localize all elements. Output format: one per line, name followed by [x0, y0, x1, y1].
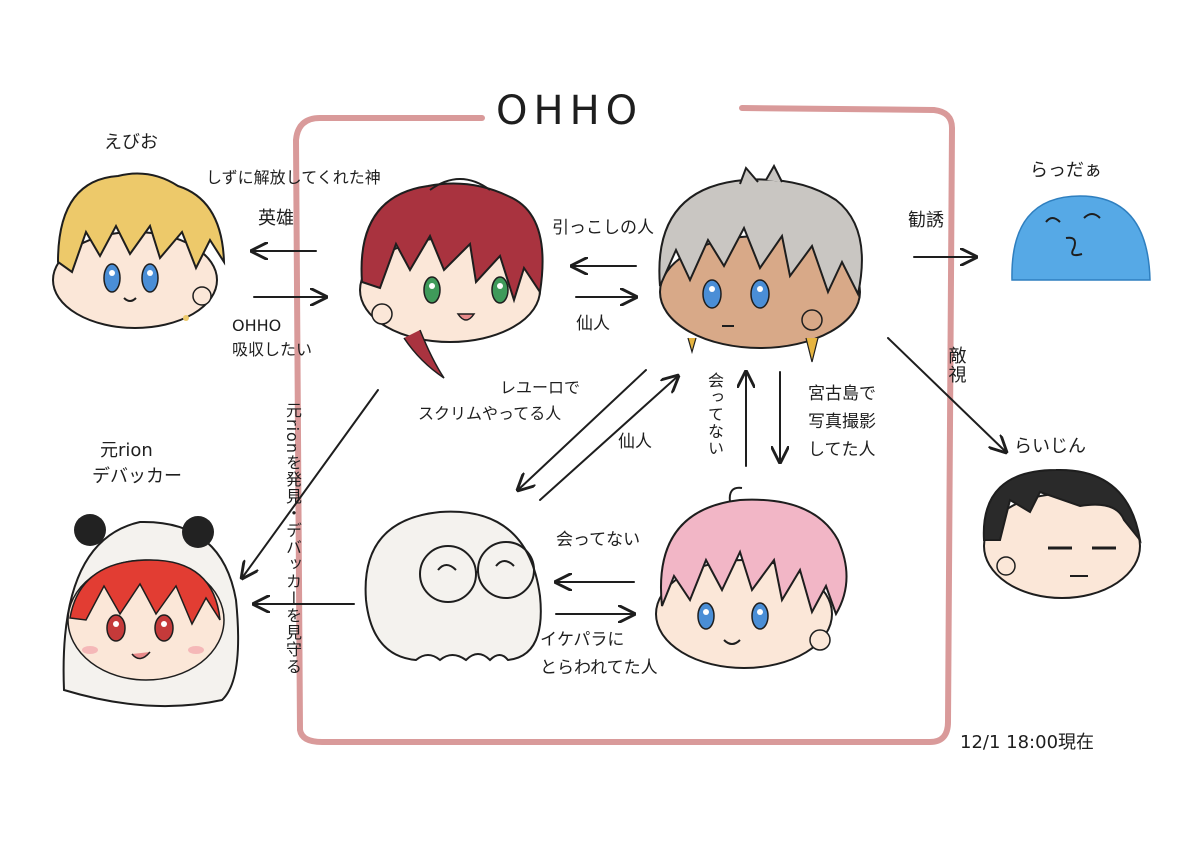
- label-scrim-line2: スクリムやってる人: [418, 404, 562, 423]
- ohho-group-frame: [293, 105, 955, 745]
- label-miyakojima-line3: してた人: [808, 440, 876, 460]
- arrow-tekishi: [887, 337, 1006, 452]
- label-ikeparade-line2: とらわれてた人: [540, 658, 658, 678]
- relationship-arrows: [242, 251, 1006, 614]
- raijin-name: らいじん: [1014, 436, 1086, 457]
- label-scrim-line1: レユーロで: [500, 378, 581, 397]
- label-ohho-absorb-line1: OHHO: [232, 316, 282, 335]
- raddaa-avatar: [1011, 195, 1151, 281]
- pink-hair-avatar: [655, 486, 848, 669]
- glasses-blob-avatar: [364, 510, 542, 662]
- label-sennin-top: 仙人: [576, 314, 610, 334]
- crimson-hair-avatar: [359, 178, 544, 379]
- arrow-rion-discover: [242, 389, 379, 578]
- label-tekishi: 敵視: [945, 346, 967, 384]
- label-ikeparade-line1: イケパラに: [540, 630, 625, 650]
- label-rion-watch: 元rionを発見・デバッカーを見守る: [283, 402, 302, 675]
- timestamp: 12/1 18:00現在: [960, 732, 1095, 753]
- rion-debugger-avatar: [62, 514, 240, 708]
- arrow-sennin-mid: [539, 376, 678, 501]
- label-already-freed: しずに解放してくれた神: [206, 168, 381, 187]
- rion-debugger-name-line2: デバッカー: [92, 466, 182, 487]
- diagram-title: OHHO: [496, 88, 644, 134]
- label-kanyu: 勧誘: [908, 210, 944, 231]
- ebio-avatar: [52, 172, 226, 329]
- label-hero: 英雄: [258, 208, 294, 229]
- label-not-met-vertical: 会ってない: [705, 372, 724, 457]
- label-sennin-mid: 仙人: [618, 432, 652, 452]
- label-miyakojima-line1: 宮古島で: [808, 384, 876, 404]
- ebio-name: えびお: [104, 132, 158, 153]
- silver-hair-avatar: [658, 163, 863, 363]
- arrow-scrim: [518, 369, 647, 490]
- label-not-met-horizontal: 会ってない: [556, 530, 641, 550]
- rion-debugger-name-line1: 元rion: [100, 440, 153, 461]
- label-miyakojima-line2: 写真撮影: [808, 412, 876, 432]
- raddaa-name: らっだぁ: [1030, 160, 1102, 181]
- label-ohho-absorb-line2: 吸収したい: [232, 340, 313, 359]
- raijin-avatar: [982, 468, 1142, 599]
- label-recruiter: 引っこしの人: [552, 218, 654, 238]
